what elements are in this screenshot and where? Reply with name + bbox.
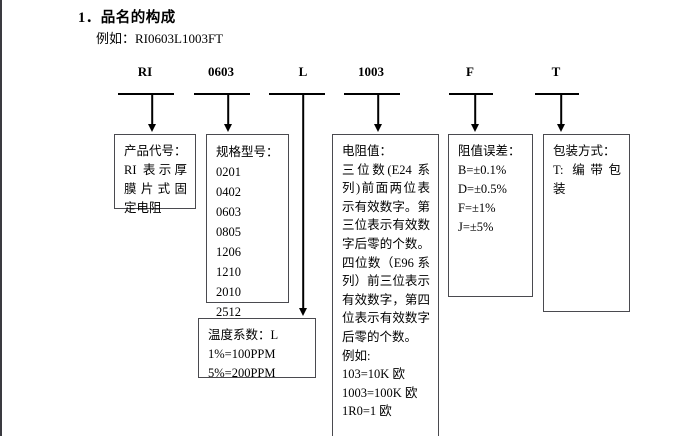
connector-stem-resistance-code bbox=[377, 94, 379, 125]
connector-bar-tolerance-code bbox=[449, 93, 493, 95]
packaging-title: 包装方式： bbox=[553, 144, 616, 158]
product-code-line-2: 膜片式固 bbox=[124, 182, 187, 196]
resistance-desc-line: 后零的个数。 bbox=[342, 329, 418, 344]
connector-bar-size-code bbox=[194, 93, 250, 95]
resistance-desc-line: 字后零的个数。 bbox=[342, 236, 430, 251]
connector-arrow-tempco-code bbox=[299, 308, 307, 316]
temperature-coefficient-box: 温度系数：L 1%=100PPM 5%=200PPM bbox=[198, 318, 316, 380]
size-option: 2512 bbox=[216, 305, 241, 319]
connector-stem-packaging-code bbox=[560, 94, 562, 125]
segment-label-resistance-code: 1003 bbox=[358, 64, 384, 79]
resistance-desc-line: 位表示有效数字 bbox=[342, 311, 430, 326]
resistance-example: 1R0=1 欧 bbox=[342, 404, 392, 419]
size-option: 0201 bbox=[216, 165, 241, 179]
packaging-line-2: 装 bbox=[553, 182, 566, 196]
size-option: 1210 bbox=[216, 265, 241, 279]
tolerance-title: 阻值误差： bbox=[458, 144, 521, 158]
resistance-example: 1003=100K 欧 bbox=[342, 385, 418, 400]
resistance-desc-line: 列）前三位表示 bbox=[342, 274, 430, 289]
packaging-box: 包装方式： T: 编带包 装 bbox=[543, 134, 630, 312]
connector-arrow-product-code bbox=[148, 124, 156, 132]
resistance-value-box: 电阻值： 三位数(E24 系 列)前面两位表 示有效数字。第 三位表示有效数 字… bbox=[332, 134, 439, 436]
connector-bar-resistance-code bbox=[344, 93, 400, 95]
product-code-title: 产品代号： bbox=[124, 144, 187, 158]
connector-stem-tolerance-code bbox=[474, 94, 476, 125]
resistance-desc-line: 列)前面两位表 bbox=[342, 181, 430, 196]
tolerance-item: D=±0.5% bbox=[458, 182, 507, 196]
tempco-line-2: 5%=200PPM bbox=[208, 366, 276, 380]
tolerance-item: B=±0.1% bbox=[458, 163, 507, 177]
connector-bar-product-code bbox=[118, 93, 174, 95]
product-code-line-1: RI 表示厚 bbox=[124, 163, 187, 177]
segment-label-size-code: 0603 bbox=[208, 64, 234, 79]
tempco-line-1: 1%=100PPM bbox=[208, 347, 276, 361]
connector-arrow-tolerance-code bbox=[471, 124, 479, 132]
page-left-edge-rule bbox=[0, 0, 2, 436]
resistance-desc-line: 示有效数字。第 bbox=[342, 199, 430, 214]
connector-bar-tempco-code bbox=[269, 93, 325, 95]
resistance-desc-line: 有效数字，第四 bbox=[342, 292, 430, 307]
tolerance-item: J=±5% bbox=[458, 220, 494, 234]
tolerance-item: F=±1% bbox=[458, 201, 496, 215]
resistance-example-label: 例如: bbox=[342, 348, 371, 363]
resistance-example: 103=10K 欧 bbox=[342, 367, 405, 382]
segment-label-tolerance-code: F bbox=[466, 64, 474, 79]
tempco-title: 温度系数：L bbox=[208, 328, 279, 342]
connector-stem-size-code bbox=[227, 94, 229, 125]
resistance-desc-line: 三位表示有效数 bbox=[342, 218, 430, 233]
size-option: 0805 bbox=[216, 225, 241, 239]
product-code-box: 产品代号： RI 表示厚 膜片式固 定电阻 bbox=[114, 134, 196, 215]
page-title: 1．品名的构成 bbox=[78, 10, 176, 26]
size-option: 1206 bbox=[216, 245, 241, 259]
product-code-line-3: 定电阻 bbox=[124, 201, 162, 215]
example-part-number: 例如：RI0603L1003FT bbox=[96, 31, 224, 46]
segment-label-packaging-code: T bbox=[551, 64, 561, 79]
connector-bar-packaging-code bbox=[535, 93, 579, 95]
connector-arrow-packaging-code bbox=[557, 124, 565, 132]
connector-arrow-size-code bbox=[224, 124, 232, 132]
packaging-line-1: T: 编带包 bbox=[553, 163, 621, 177]
connector-stem-product-code bbox=[151, 94, 153, 125]
size-model-title: 规格型号： bbox=[216, 145, 279, 159]
resistance-desc-line: 四位数（E96 系 bbox=[342, 255, 430, 270]
resistance-title: 电阻值： bbox=[342, 144, 393, 158]
size-model-box: 规格型号： 0201 0402 0603 0805 1206 1210 2010… bbox=[206, 134, 289, 319]
size-option: 0603 bbox=[216, 205, 241, 219]
segment-label-product-code: RI bbox=[137, 64, 153, 79]
connector-arrow-resistance-code bbox=[374, 124, 382, 132]
size-option: 0402 bbox=[216, 185, 241, 199]
size-option: 2010 bbox=[216, 285, 241, 299]
segment-label-tempco-code: L bbox=[298, 64, 308, 79]
connector-stem-tempco-code bbox=[302, 94, 304, 309]
tolerance-box: 阻值误差： B=±0.1% D=±0.5% F=±1% J=±5% bbox=[448, 134, 533, 297]
resistance-desc-line: 三位数(E24 系 bbox=[342, 162, 430, 177]
